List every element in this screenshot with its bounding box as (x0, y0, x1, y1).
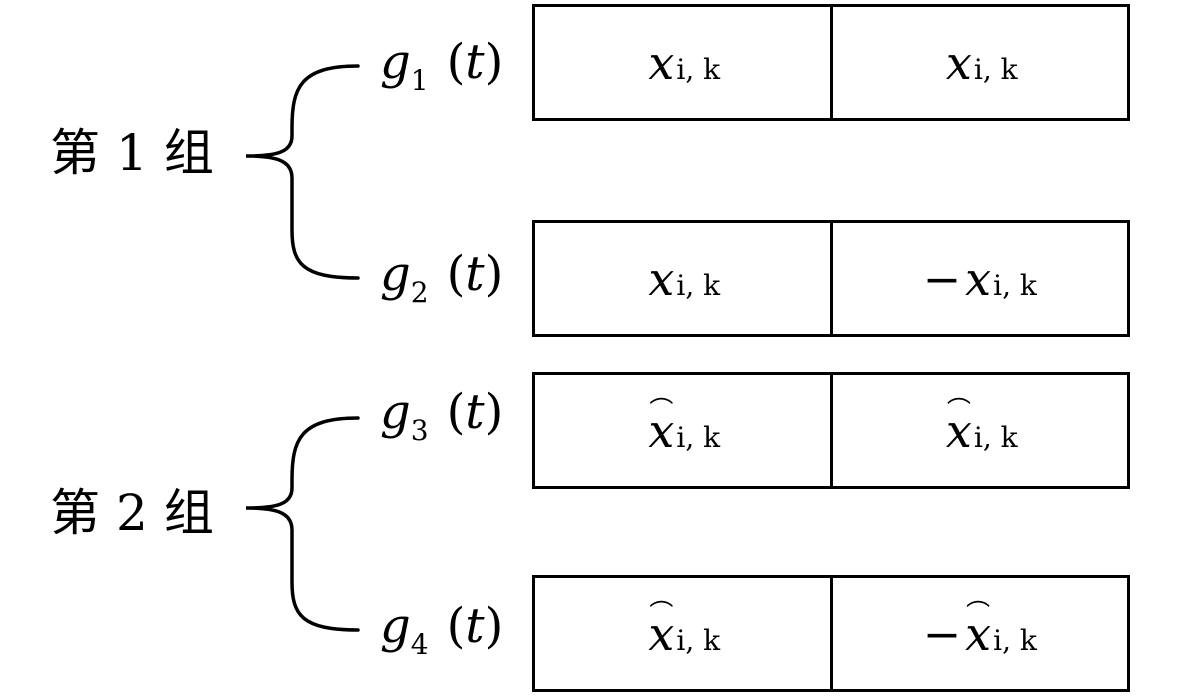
sequence-cell: x⌒i, k (829, 375, 1128, 486)
signal-g3-label: g3(t) (380, 384, 504, 447)
group-1-brace (245, 64, 360, 280)
sequence-cell: x⌒i, k (648, 598, 721, 661)
signal-g2-label: g2(t) (380, 246, 504, 309)
signal-g4-label: g4(t) (380, 598, 504, 661)
signal-g1-label: g1(t) (380, 34, 504, 97)
sequence-row-3: x⌒i, k x⌒i, k (532, 372, 1130, 489)
sequence-cell: x⌒i, k (648, 395, 721, 458)
sequence-cell: −x⌒i, k (829, 578, 1128, 689)
sequence-row-4: x⌒i, k −x⌒i, k (532, 575, 1130, 692)
group-2-brace (245, 416, 360, 632)
